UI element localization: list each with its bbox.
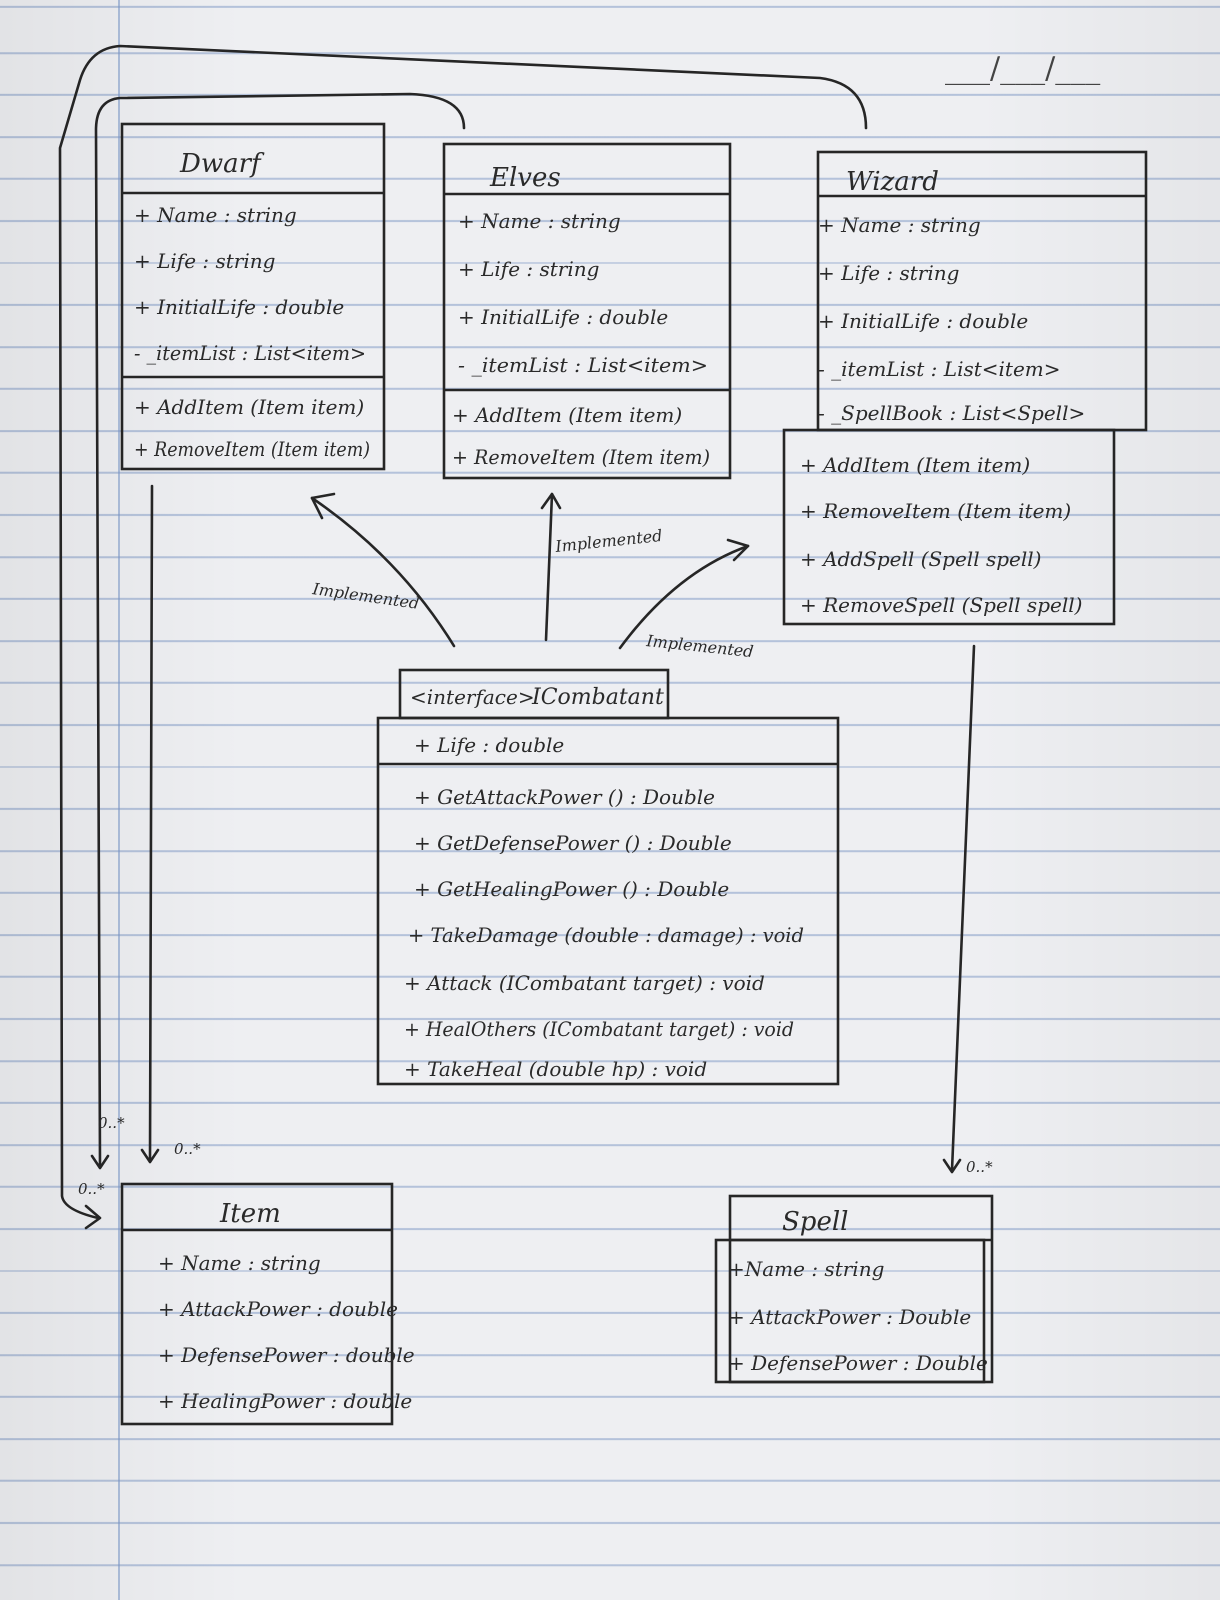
elves-method-additem: + AddItem (Item item)	[452, 403, 682, 427]
association-dwarf-item: 0..*	[140, 484, 201, 1164]
multiplicity-wizard-item: 0..*	[78, 1180, 105, 1198]
implemented-line-dwarf	[310, 496, 456, 648]
wizard-box-methods	[782, 428, 1116, 626]
class-elves: Elves + Name : string + Life : string + …	[442, 142, 732, 480]
margin-line	[118, 0, 120, 1600]
association-line-dwarf-item	[148, 484, 154, 1162]
wizard-attr-spellbook: - _SpellBook : List<Spell>	[818, 401, 1085, 425]
implemented-label-elves: Implemented	[553, 526, 663, 556]
icombatant-method-takeheal: + TakeHeal (double hp) : void	[404, 1057, 707, 1081]
wizard-method-additem: + AddItem (Item item)	[800, 453, 1030, 477]
elves-attr-name: + Name : string	[458, 209, 621, 233]
implemented-arrowhead-wizard	[726, 538, 750, 562]
implemented-arrow-wizard: Implemented	[618, 538, 755, 661]
association-arrowhead-wizard-item	[84, 1204, 102, 1230]
elves-box	[442, 142, 732, 480]
association-line-wizard-item	[58, 44, 868, 1220]
class-dwarf: Dwarf + Name : string + Life : string + …	[120, 122, 386, 471]
icombatant-method-getattackpower: + GetAttackPower () : Double	[414, 785, 715, 809]
implemented-label-dwarf: Implemented	[310, 579, 420, 613]
association-arrowhead-elves-item	[90, 1154, 110, 1170]
association-elves-item: 0..*	[90, 92, 466, 1170]
association-line-elves-item	[94, 92, 466, 1168]
spell-attr-name: +Name : string	[728, 1257, 884, 1281]
item-attr-attackpower: + AttackPower : double	[158, 1297, 398, 1321]
wizard-method-removespell: + RemoveSpell (Spell spell)	[800, 593, 1082, 617]
wizard-title: Wizard	[846, 167, 939, 197]
wizard-attr-itemlist: - _itemList : List<item>	[818, 357, 1061, 381]
elves-attr-itemlist: - _itemList : List<item>	[458, 353, 708, 377]
spell-title: Spell	[782, 1207, 848, 1237]
dwarf-method-removeitem: + RemoveItem (Item item)	[134, 437, 370, 461]
class-item: Item + Name : string + AttackPower : dou…	[120, 1182, 415, 1426]
icombatant-attr-life: + Life : double	[414, 733, 564, 757]
association-line-wizard-spell	[950, 644, 976, 1172]
spell-attr-defensepower: + DefensePower : Double	[728, 1351, 988, 1375]
implemented-arrow-dwarf: Implemented	[310, 492, 456, 648]
class-spell: Spell +Name : string + AttackPower : Dou…	[714, 1194, 994, 1384]
icombatant-stereotype: <interface>	[410, 685, 535, 709]
item-attr-defensepower: + DefensePower : double	[158, 1343, 415, 1367]
wizard-method-removeitem: + RemoveItem (Item item)	[800, 499, 1071, 523]
multiplicity-wizard-spell: 0..*	[966, 1158, 993, 1176]
elves-attr-initiallife: + InitialLife : double	[458, 305, 668, 329]
dwarf-attr-name: + Name : string	[134, 203, 297, 227]
association-arrowhead-dwarf-item	[140, 1148, 160, 1164]
item-box	[120, 1182, 394, 1426]
implemented-label-wizard: Implemented	[645, 631, 755, 661]
wizard-attr-name: + Name : string	[818, 213, 981, 237]
implemented-arrowhead-dwarf	[310, 492, 336, 520]
item-attr-healingpower: + HealingPower : double	[158, 1389, 412, 1413]
dwarf-attr-life: + Life : string	[134, 249, 275, 273]
dwarf-method-additem: + AddItem (Item item)	[134, 395, 364, 419]
icombatant-body-box	[376, 716, 840, 1086]
spell-box-body	[714, 1238, 986, 1384]
wizard-attr-initiallife: + InitialLife : double	[818, 309, 1028, 333]
spell-attr-attackpower: + AttackPower : Double	[728, 1305, 971, 1329]
multiplicity-dwarf-item: 0..*	[174, 1140, 201, 1158]
implemented-arrowhead-elves	[540, 492, 562, 510]
item-attr-name: + Name : string	[158, 1251, 321, 1275]
icombatant-method-getdefensepower: + GetDefensePower () : Double	[414, 831, 732, 855]
icombatant-method-attack: + Attack (ICombatant target) : void	[404, 971, 765, 995]
dwarf-attr-itemlist: - _itemList : List<item>	[134, 341, 366, 365]
icombatant-method-takedamage: + TakeDamage (double : damage) : void	[408, 923, 804, 947]
multiplicity-elves-item: 0..*	[98, 1114, 125, 1132]
class-wizard: Wizard + Name : string + Life : string +…	[782, 150, 1148, 626]
dwarf-attr-initiallife: + InitialLife : double	[134, 295, 344, 319]
association-wizard-item: 0..*	[58, 44, 868, 1230]
icombatant-method-gethealingpower: + GetHealingPower () : Double	[414, 877, 729, 901]
association-wizard-spell: 0..*	[942, 644, 993, 1176]
dwarf-box	[120, 122, 386, 471]
icombatant-title: ICombatant	[531, 685, 664, 710]
implemented-line-elves	[544, 492, 554, 642]
dwarf-title: Dwarf	[179, 149, 265, 179]
association-arrowhead-wizard-spell	[942, 1158, 962, 1174]
elves-title: Elves	[489, 163, 561, 193]
wizard-attr-life: + Life : string	[818, 261, 959, 285]
icombatant-method-healothers: + HealOthers (ICombatant target) : void	[404, 1017, 794, 1041]
implemented-line-wizard	[618, 544, 750, 650]
item-title: Item	[219, 1199, 281, 1229]
elves-attr-life: + Life : string	[458, 257, 599, 281]
elves-method-removeitem: + RemoveItem (Item item)	[452, 445, 710, 469]
interface-icombatant: <interface> ICombatant + Life : double +…	[376, 668, 840, 1086]
wizard-method-addspell: + AddSpell (Spell spell)	[800, 547, 1041, 571]
date-field: ___/___/___	[945, 51, 1100, 86]
